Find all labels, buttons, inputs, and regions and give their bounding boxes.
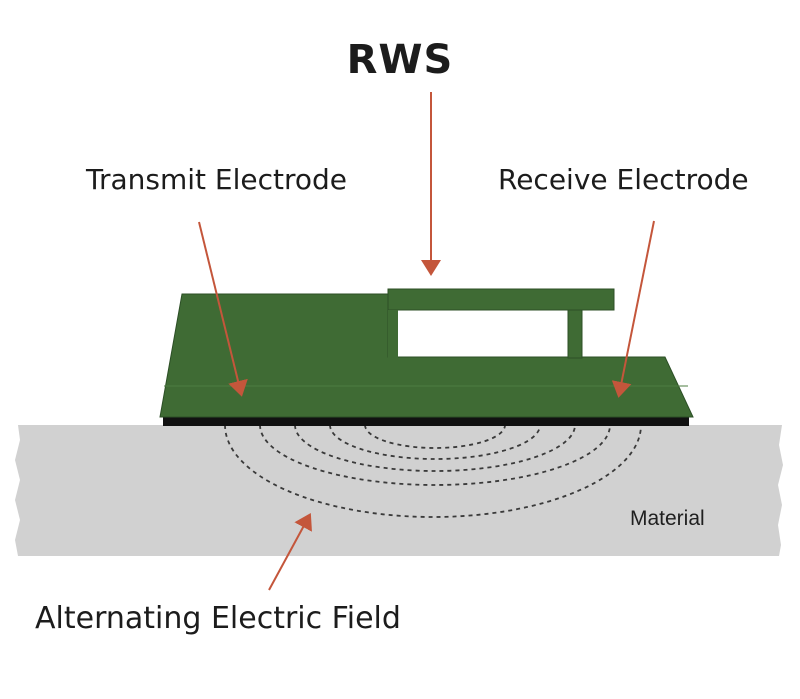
electrode-base-strip xyxy=(163,417,689,426)
receive-electrode-arrow xyxy=(611,220,655,398)
transmit-electrode-label: Transmit Electrode xyxy=(86,163,348,196)
receive-electrode-label: Receive Electrode xyxy=(498,163,749,196)
pointer-arrows xyxy=(198,92,655,591)
board-connector-stub xyxy=(388,310,398,358)
field-arrow xyxy=(268,512,312,591)
board-support-post xyxy=(567,309,583,359)
field-line-5 xyxy=(224,424,642,518)
field-line-4 xyxy=(259,424,611,486)
field-line-2 xyxy=(329,424,541,460)
material-label: Material xyxy=(630,507,705,530)
electric-field-lines xyxy=(224,424,642,518)
transmit-electrode-arrow xyxy=(198,221,248,397)
board-top-plate xyxy=(387,288,615,311)
diagram-title: RWS xyxy=(346,37,454,83)
board-body xyxy=(159,293,694,418)
alternating-field-label: Alternating Electric Field xyxy=(35,601,401,636)
field-line-3 xyxy=(294,424,576,472)
material-slab xyxy=(15,425,783,556)
sensor-board xyxy=(159,288,694,418)
